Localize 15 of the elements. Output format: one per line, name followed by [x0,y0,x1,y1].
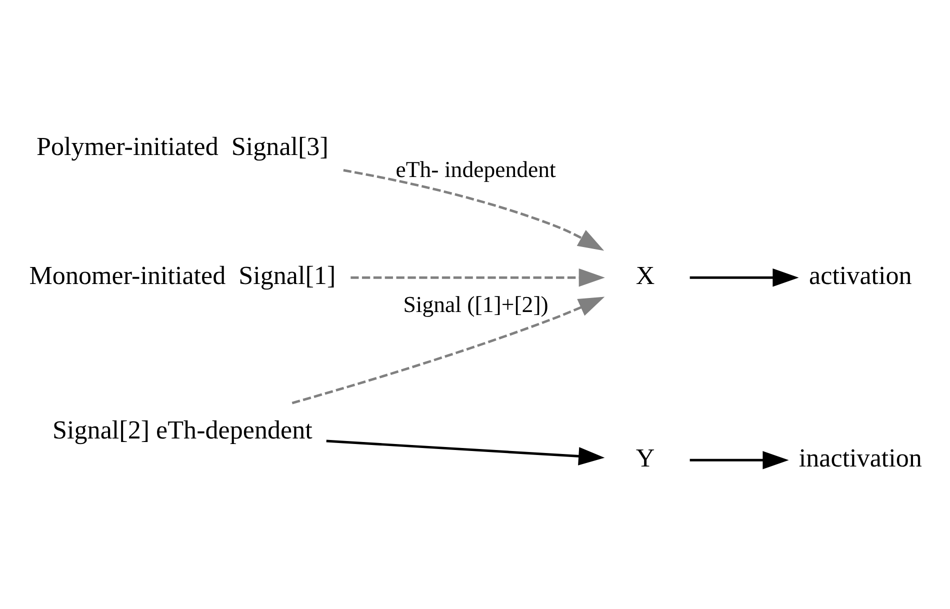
node-text: X [636,260,655,290]
node-text: Monomer-initiated Signal[1] [29,260,336,290]
node-text: activation [809,260,912,290]
node-text: Y [636,443,655,472]
arrow [690,268,799,287]
node-text: Signal[2] eTh-dependent [52,416,312,445]
arrow [343,169,604,251]
arrow [350,268,605,287]
node-text: inactivation [798,443,922,472]
node-text: Polymer-initiated Signal[3] [36,132,328,162]
arrow [326,440,605,466]
arrow [690,451,789,470]
edge-label: Signal ([1]+[2]) [403,292,548,318]
arrow [292,296,605,404]
edge-label: eTh- independent [396,156,556,182]
